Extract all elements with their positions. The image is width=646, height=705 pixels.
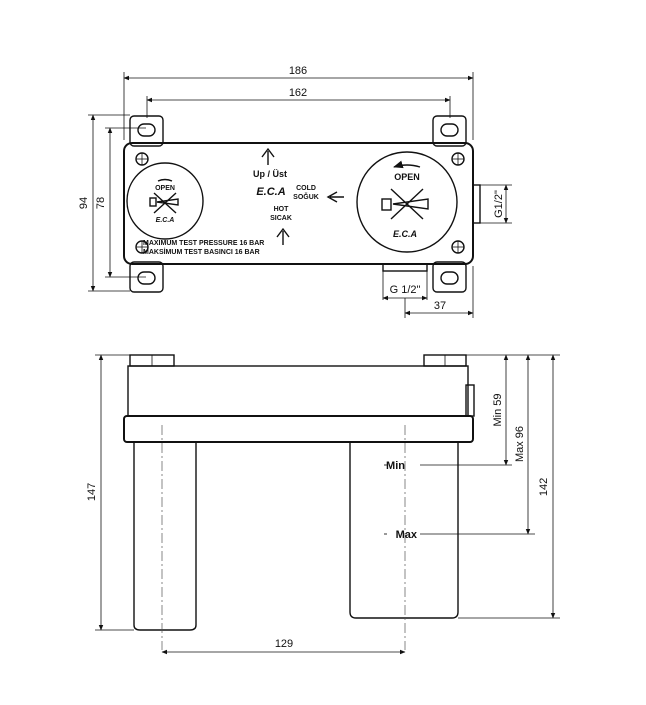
- side-upper-body: [127, 365, 469, 417]
- mounting-ears: [129, 115, 467, 293]
- hot-label-tr: SICAK: [270, 215, 292, 222]
- dimension-port-offset-label: 37: [434, 300, 446, 312]
- max-label: Max: [396, 529, 418, 541]
- large-dial-brand: E.C.A: [393, 229, 417, 239]
- dimension-leg-spacing: 129: [161, 638, 406, 655]
- dimension-overall-width: 186: [123, 65, 474, 140]
- large-dial-open-label: OPEN: [394, 172, 420, 182]
- center-brand: E.C.A: [256, 186, 285, 198]
- large-dial: OPEN E.C.A: [356, 151, 458, 253]
- hot-label-en: HOT: [274, 206, 290, 213]
- dimension-overall-height: 94: [78, 114, 130, 292]
- dimension-bolt-spacing-label: 162: [289, 87, 307, 99]
- dimension-depth-142: 142: [458, 354, 560, 619]
- dimension-total-depth: 147: [86, 354, 134, 631]
- side-port: [465, 384, 475, 417]
- min-label: Min: [386, 460, 405, 472]
- pressure-label-tr: MAKSİMUM TEST BASINCI 16 BAR: [143, 248, 260, 256]
- pressure-label-en: MAXIMUM TEST PRESSURE 16 BAR: [143, 240, 264, 247]
- side-view: Min Max 147 Min 59 Max 96: [86, 354, 560, 655]
- dimension-min-depth: Min 59: [466, 354, 530, 466]
- up-label: Up / Üst: [253, 169, 287, 179]
- cold-label-tr: SOĞUK: [293, 192, 319, 201]
- screw-heads: [135, 152, 465, 254]
- dimension-max-depth-label: Max 96: [514, 426, 526, 462]
- dimension-depth-142-label: 142: [538, 478, 550, 496]
- small-dial-brand: E.C.A: [156, 217, 175, 224]
- small-dial-open-label: OPEN: [155, 185, 175, 192]
- left-arrow-icon: [326, 191, 344, 203]
- dimension-bolt-height: 78: [95, 127, 146, 278]
- dimension-overall-width-label: 186: [289, 65, 307, 77]
- dimension-max-depth: Max 96: [514, 354, 531, 535]
- side-right-leg: [349, 442, 459, 619]
- side-left-leg: [133, 442, 197, 631]
- dimension-overall-height-label: 94: [78, 197, 90, 209]
- side-flange: [123, 415, 474, 443]
- dimension-min-depth-label: Min 59: [492, 393, 504, 426]
- dimension-leg-spacing-label: 129: [275, 638, 293, 650]
- dimension-port-offset: 37: [404, 266, 474, 318]
- dimension-bolt-height-label: 78: [95, 197, 107, 209]
- right-port-label: G1/2": [493, 190, 505, 218]
- bottom-port-label: G 1/2": [390, 284, 421, 296]
- dimension-total-depth-label: 147: [86, 483, 98, 501]
- up-arrow-hot-icon: [276, 227, 290, 245]
- top-view: 186 162 94 78: [78, 65, 512, 318]
- dimension-bolt-spacing: 162: [146, 87, 451, 118]
- bottom-port: G 1/2": [382, 263, 428, 301]
- cold-label-en: COLD: [296, 185, 316, 192]
- up-arrow-icon: [261, 147, 275, 165]
- small-dial: OPEN E.C.A: [126, 162, 204, 240]
- right-port: G1/2": [472, 184, 512, 224]
